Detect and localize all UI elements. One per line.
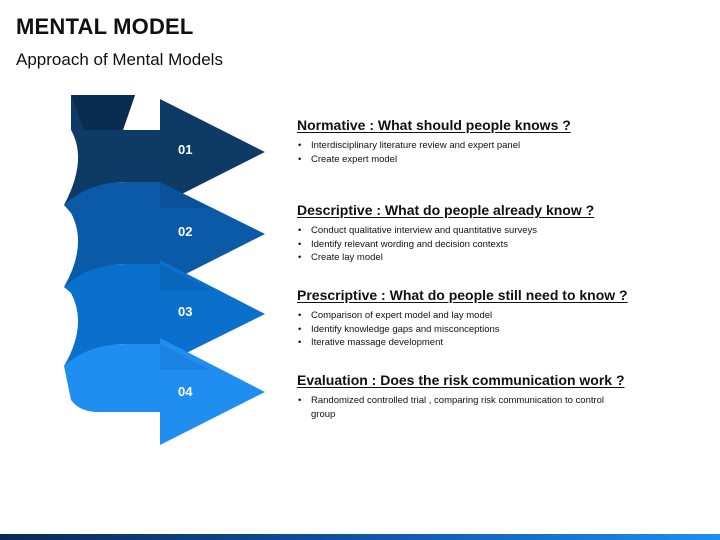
step-section-3: Prescriptive : What do people still need… <box>297 287 697 350</box>
step-number-4: 04 <box>178 384 193 399</box>
arrow-step-2 <box>64 182 265 287</box>
step-section-2: Descriptive : What do people already kno… <box>297 202 697 265</box>
step-section-1: Normative : What should people knows ? I… <box>297 117 697 166</box>
step-heading: Normative : What should people knows ? <box>297 117 571 133</box>
bullet-item: Interdisciplinary literature review and … <box>297 139 697 153</box>
slide-subtitle: Approach of Mental Models <box>16 50 223 69</box>
bullet-list: Conduct qualitative interview and quanti… <box>297 224 697 265</box>
bullet-item: Comparison of expert model and lay model <box>297 309 697 323</box>
arrow-fold-3 <box>160 264 210 290</box>
step-number-3: 03 <box>178 304 193 319</box>
bullet-list: Comparison of expert model and lay model… <box>297 309 697 350</box>
bullet-item: Conduct qualitative interview and quanti… <box>297 224 697 238</box>
slide-title: MENTAL MODEL <box>16 14 194 39</box>
bullet-item: Identify relevant wording and decision c… <box>297 238 697 252</box>
bullet-list: Interdisciplinary literature review and … <box>297 139 697 166</box>
step-heading: Descriptive : What do people already kno… <box>297 202 595 218</box>
arrow-fold-1 <box>71 95 135 130</box>
step-heading: Prescriptive : What do people still need… <box>297 287 628 303</box>
arrow-fold-2 <box>160 182 210 208</box>
bullet-list: Randomized controlled trial , comparing … <box>297 394 607 421</box>
step-heading: Evaluation : Does the risk communication… <box>297 372 625 388</box>
arrow-step-3 <box>64 260 265 366</box>
arrow-step-4 <box>64 338 265 445</box>
step-number-1: 01 <box>178 142 193 157</box>
arrow-fold-4 <box>160 344 210 370</box>
bullet-item: Create lay model <box>297 251 697 265</box>
step-section-4: Evaluation : Does the risk communication… <box>297 372 625 421</box>
footer-bar <box>0 534 720 540</box>
step-number-2: 02 <box>178 224 193 239</box>
bullet-item: Create expert model <box>297 153 697 167</box>
bullet-item: Randomized controlled trial , comparing … <box>297 394 607 421</box>
bullet-item: Iterative massage development <box>297 336 697 350</box>
bullet-item: Identify knowledge gaps and misconceptio… <box>297 323 697 337</box>
